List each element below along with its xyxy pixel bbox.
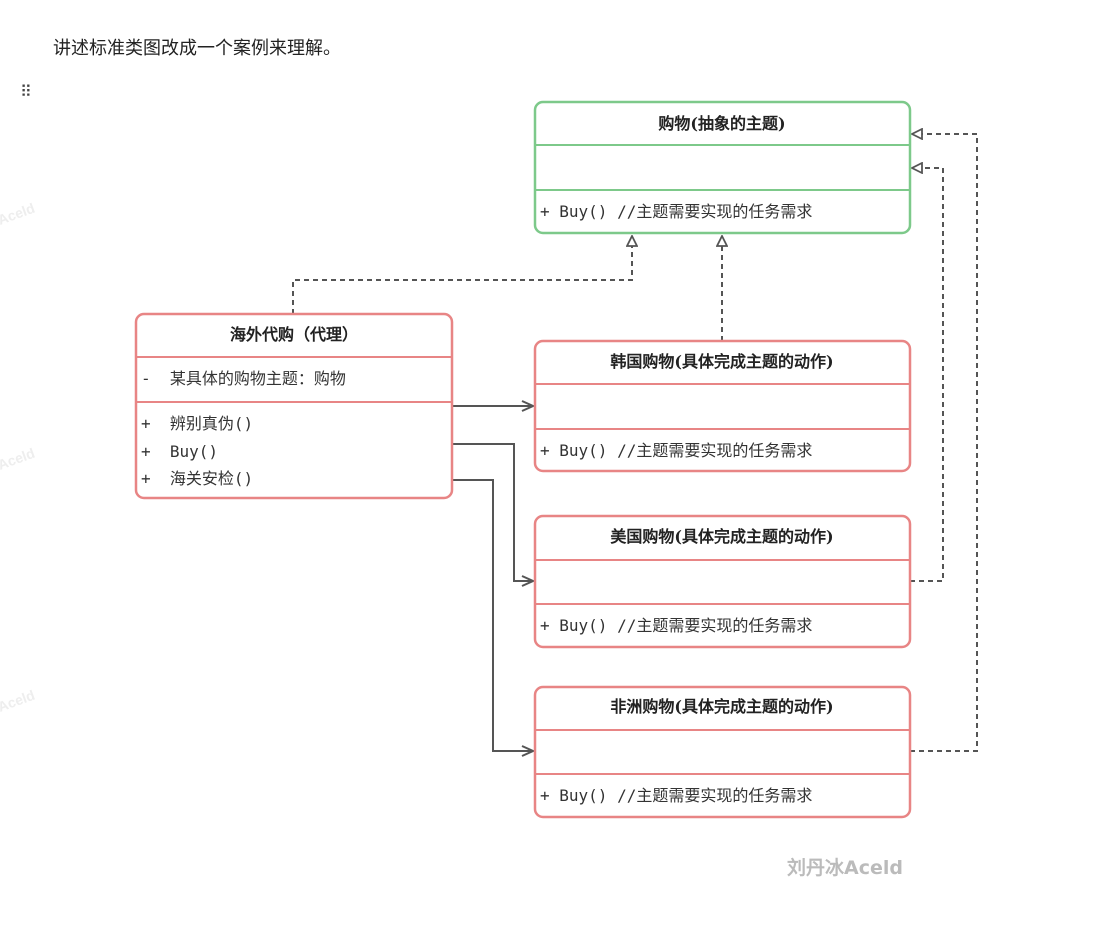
proxy-to-usa-arrow (453, 443, 533, 581)
class-title: 美国购物(具体完成主题的动作) (610, 527, 833, 546)
class-title: 韩国购物(具体完成主题的动作) (610, 352, 833, 371)
watermark: Aceld (0, 687, 37, 715)
class-method: + Buy() //主题需要实现的任务需求 (540, 786, 812, 805)
class-attribute: - 某具体的购物主题：购物 (141, 369, 346, 388)
africa-realization-arrow (910, 134, 978, 752)
proxy-to-africa-arrow (453, 479, 533, 751)
drag-handle-icon[interactable]: ⠿ (20, 82, 32, 101)
signature-watermark: 刘丹冰Aceld (787, 856, 903, 879)
watermark: Aceld (0, 200, 37, 228)
usa-realization-arrow (910, 168, 944, 582)
class-korea[interactable]: 韩国购物(具体完成主题的动作) + Buy() //主题需要实现的任务需求 (533, 339, 912, 473)
class-method: + 海关安检() (141, 469, 253, 488)
class-title: 购物(抽象的主题) (658, 114, 785, 133)
class-method: + Buy() //主题需要实现的任务需求 (540, 441, 812, 460)
class-africa[interactable]: 非洲购物(具体完成主题的动作) + Buy() //主题需要实现的任务需求 (533, 685, 912, 819)
class-method: + Buy() //主题需要实现的任务需求 (540, 202, 812, 221)
class-method: + 辨别真伪() (141, 414, 253, 433)
class-method: + Buy() //主题需要实现的任务需求 (540, 616, 812, 635)
class-method: + Buy() (141, 442, 218, 461)
watermark: Aceld (0, 445, 37, 473)
class-subject[interactable]: 购物(抽象的主题) + Buy() //主题需要实现的任务需求 (533, 100, 912, 235)
class-usa[interactable]: 美国购物(具体完成主题的动作) + Buy() //主题需要实现的任务需求 (533, 514, 912, 649)
class-proxy[interactable]: 海外代购（代理） - 某具体的购物主题：购物 + 辨别真伪() + Buy() … (134, 312, 454, 500)
class-title: 非洲购物(具体完成主题的动作) (610, 697, 833, 716)
intro-text: 讲述标准类图改成一个案例来理解。 (53, 38, 341, 59)
proxy-realization-arrow (292, 237, 632, 314)
class-title: 海外代购（代理） (230, 325, 358, 344)
